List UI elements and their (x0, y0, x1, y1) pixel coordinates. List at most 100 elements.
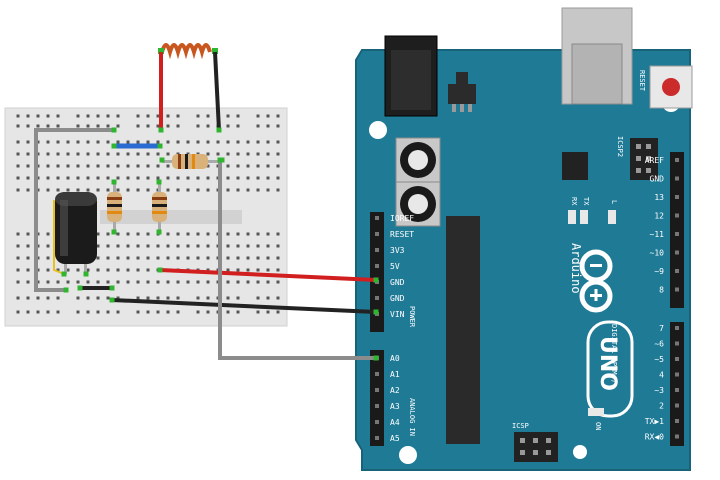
breadboard-hole (186, 176, 190, 180)
pin-label: 13 (654, 193, 664, 202)
resistor (152, 182, 167, 232)
pin-label: TX▶1 (645, 417, 664, 426)
breadboard-hole (256, 114, 260, 118)
header-pin (375, 232, 379, 236)
breadboard-hole (196, 232, 200, 236)
breadboard-hole (246, 176, 250, 180)
header-pin (675, 403, 679, 408)
breadboard-hole (56, 114, 60, 118)
breadboard-hole (26, 152, 30, 156)
breadboard-hole (56, 296, 60, 300)
breadboard-hole (256, 140, 260, 144)
breadboard-hole (276, 296, 280, 300)
resistor (107, 182, 122, 232)
connection-pin (157, 143, 163, 149)
pin-label: RESET (390, 230, 414, 239)
breadboard-hole (206, 268, 210, 272)
pin-label: 2 (659, 402, 664, 411)
breadboard-hole (146, 140, 150, 144)
reset-label: RESET (638, 70, 646, 92)
breadboard-hole (276, 152, 280, 156)
breadboard-hole (266, 296, 270, 300)
tx-label: TX (582, 197, 590, 206)
pin-label: 7 (659, 324, 664, 333)
breadboard-hole (106, 176, 110, 180)
breadboard-hole (126, 140, 130, 144)
breadboard-hole (236, 176, 240, 180)
breadboard-hole (36, 296, 40, 300)
mounting-hole (369, 121, 387, 139)
breadboard-hole (166, 280, 170, 284)
breadboard-hole (196, 176, 200, 180)
breadboard-hole (86, 188, 90, 192)
wire-black-gnd (111, 298, 377, 314)
breadboard-hole (46, 296, 50, 300)
mounting-hole (399, 446, 417, 464)
header-pin (675, 388, 679, 392)
breadboard-hole (246, 244, 250, 248)
breadboard-hole (236, 310, 240, 314)
breadboard-hole (246, 152, 250, 156)
breadboard-hole (76, 296, 80, 300)
breadboard-hole (156, 114, 160, 118)
breadboard-hole (236, 296, 240, 300)
breadboard-hole (226, 124, 230, 128)
breadboard-hole (56, 140, 60, 144)
header-pin (546, 450, 551, 455)
breadboard-hole (226, 244, 230, 248)
breadboard-hole (106, 152, 110, 156)
breadboard-hole (106, 280, 110, 284)
breadboard-hole (26, 124, 30, 128)
breadboard-hole (36, 114, 40, 118)
breadboard-hole (156, 256, 160, 260)
breadboard-hole (106, 114, 110, 118)
pin-label: RX◀0 (645, 433, 664, 442)
power-header (370, 212, 384, 332)
breadboard-hole (266, 268, 270, 272)
breadboard-hole (116, 164, 120, 168)
breadboard-hole (266, 256, 270, 260)
breadboard-hole (96, 232, 100, 236)
header-pin (375, 372, 379, 376)
breadboard-hole (276, 280, 280, 284)
breadboard-hole (276, 124, 280, 128)
breadboard-hole (46, 268, 50, 272)
breadboard-hole (66, 268, 70, 272)
header-pin (375, 436, 379, 440)
pin-label: 4 (659, 371, 664, 380)
breadboard-hole (236, 256, 240, 260)
breadboard-hole (196, 280, 200, 284)
breadboard-hole (166, 244, 170, 248)
breadboard-hole (236, 268, 240, 272)
breadboard-hole (136, 188, 140, 192)
header-pin (675, 341, 679, 346)
header-pin (675, 357, 679, 361)
breadboard-hole (166, 164, 170, 168)
breadboard-hole (16, 152, 20, 156)
breadboard-hole (106, 124, 110, 128)
breadboard-hole (226, 296, 230, 300)
header-pin (533, 438, 538, 443)
breadboard-hole (166, 124, 170, 128)
breadboard-hole (196, 310, 200, 314)
pin-label: 3V3 (390, 246, 405, 255)
breadboard-hole (206, 124, 210, 128)
wire-black-inductor (213, 51, 221, 131)
breadboard-hole (176, 280, 180, 284)
breadboard-hole (146, 188, 150, 192)
breadboard-hole (226, 310, 230, 314)
breadboard-hole (236, 114, 240, 118)
breadboard-hole (196, 124, 200, 128)
breadboard-hole (136, 176, 140, 180)
uno-logo-text: UNO (595, 336, 620, 391)
header-pin (675, 232, 679, 236)
breadboard-hole (226, 176, 230, 180)
breadboard-hole (136, 310, 140, 314)
breadboard-hole (16, 188, 20, 192)
breadboard-hole (156, 176, 160, 180)
breadboard-hole (266, 310, 270, 314)
breadboard-hole (256, 124, 260, 128)
uno-logo-frame (586, 320, 634, 418)
breadboard-hole (156, 244, 160, 248)
